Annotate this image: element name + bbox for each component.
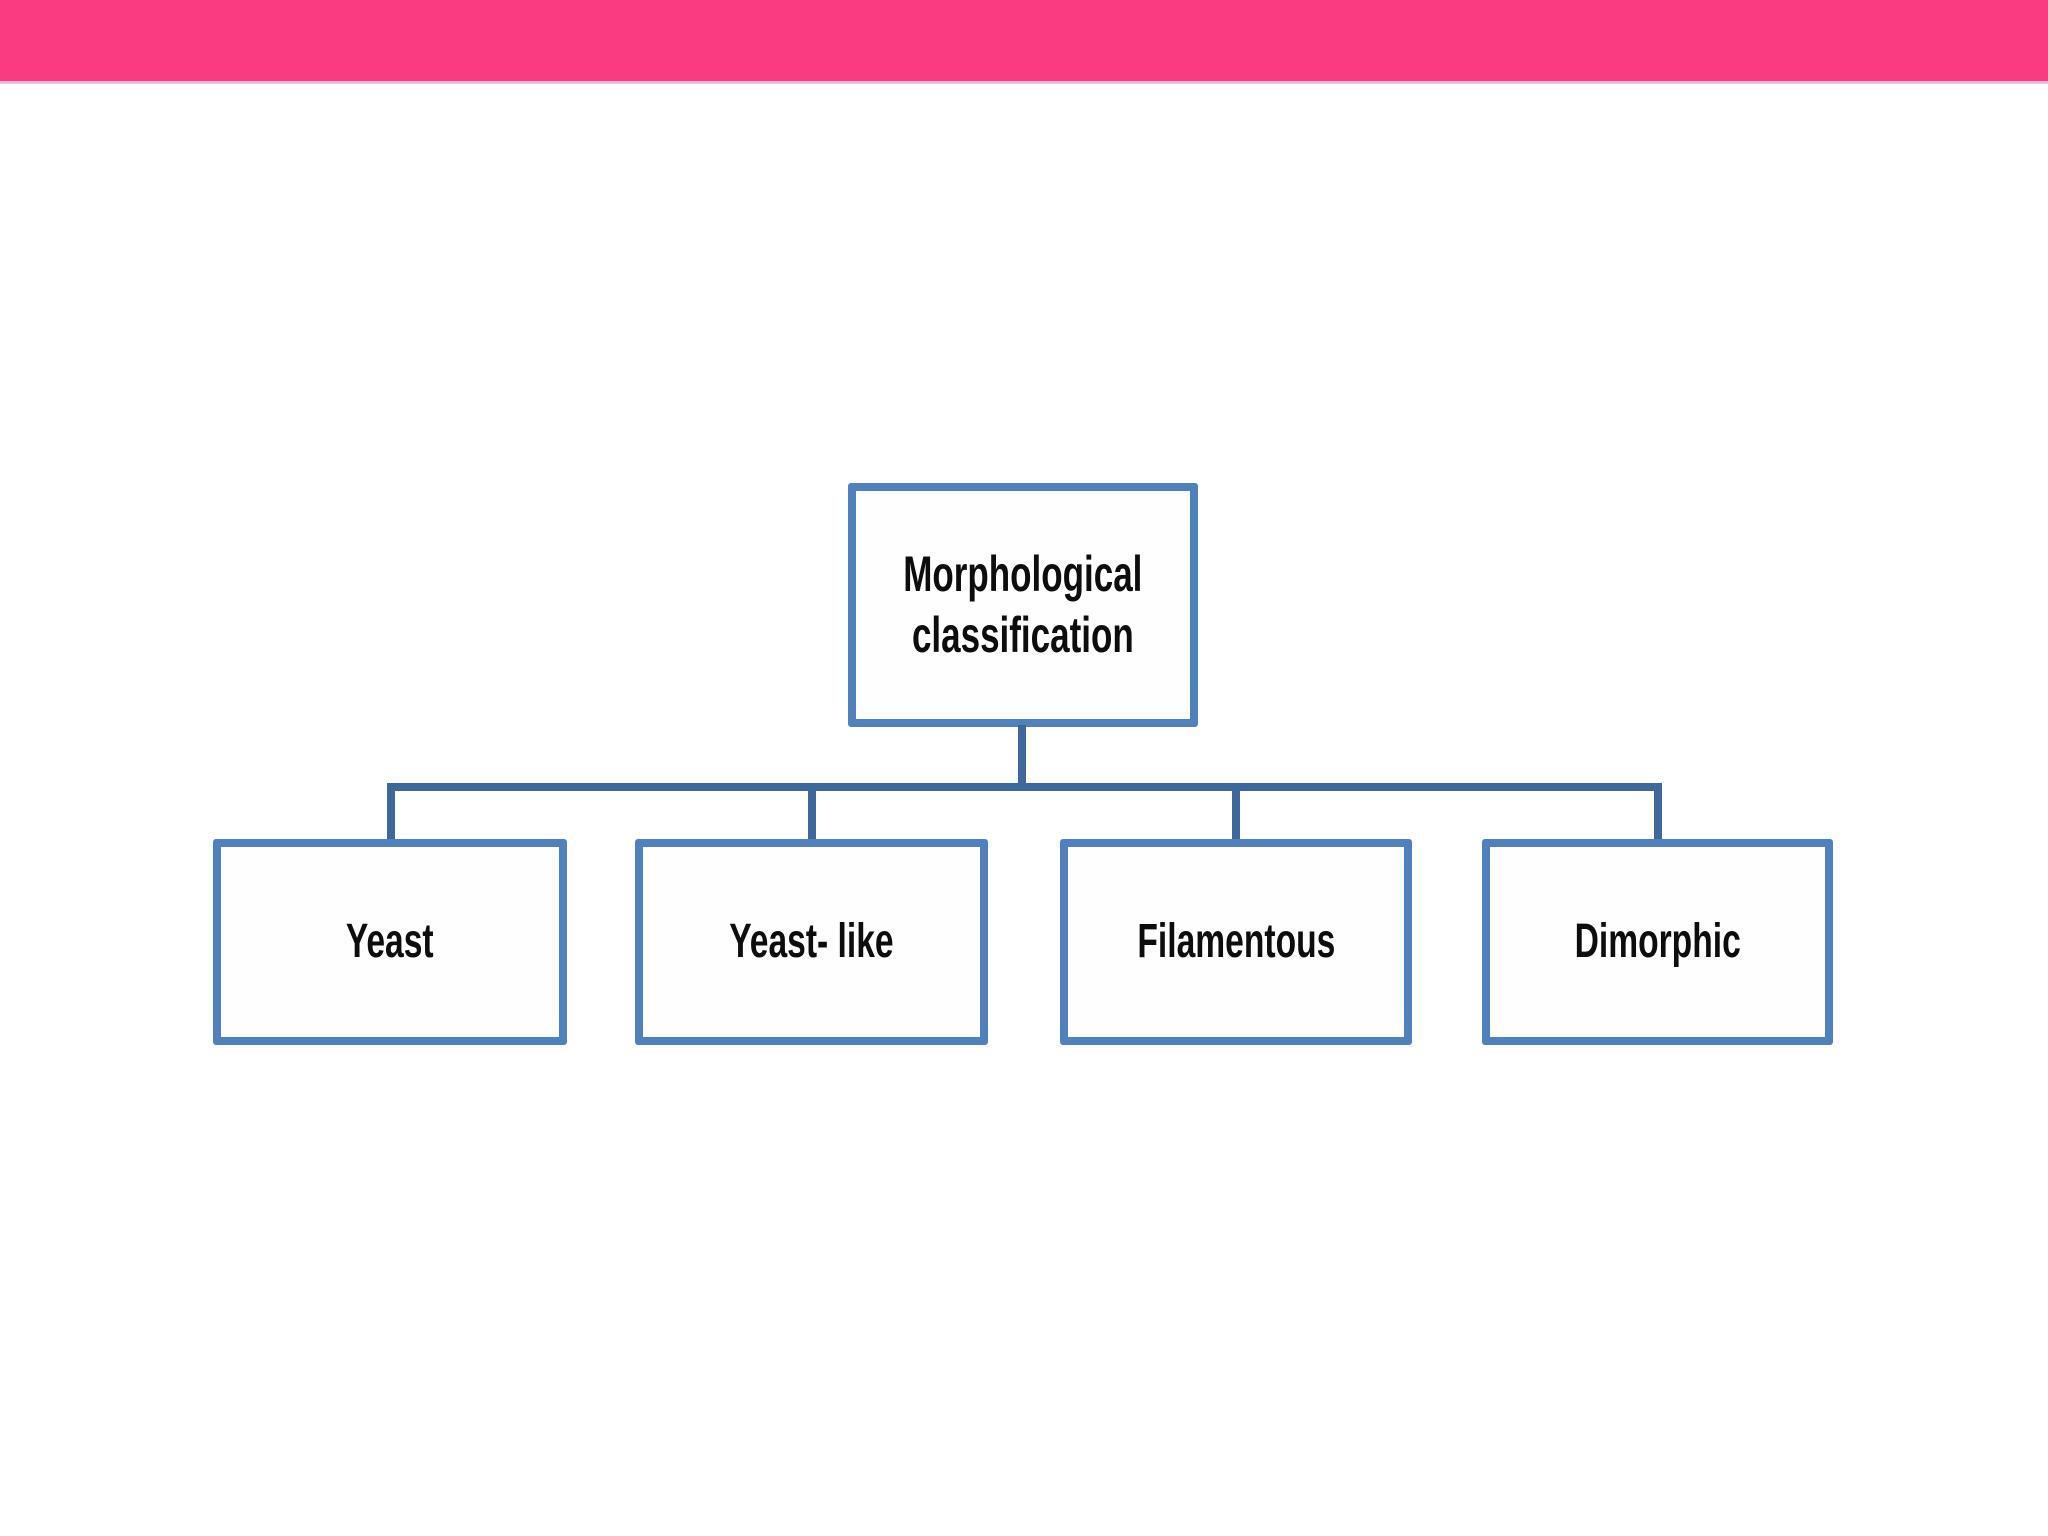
node-morphological-classification: Morphological classification: [848, 483, 1198, 727]
header-accent-bar: [0, 0, 2048, 84]
node-label: Yeast- like: [729, 915, 894, 968]
node-filamentous: Filamentous: [1060, 839, 1412, 1045]
node-label: Dimorphic: [1574, 915, 1741, 968]
connector-stub-filamentous: [1232, 789, 1240, 839]
node-label: Yeast: [346, 915, 434, 968]
node-label: Morphological classification: [903, 546, 1143, 663]
connector-stub-dimorphic: [1654, 789, 1662, 839]
node-yeast-like: Yeast- like: [635, 839, 988, 1045]
connector-root-stub: [1018, 725, 1026, 785]
node-label: Filamentous: [1137, 915, 1335, 968]
connector-horizontal-rail: [387, 783, 1662, 791]
node-yeast: Yeast: [213, 839, 567, 1045]
node-dimorphic: Dimorphic: [1482, 839, 1833, 1045]
connector-stub-yeast-like: [808, 789, 816, 839]
connector-stub-yeast: [387, 789, 395, 839]
